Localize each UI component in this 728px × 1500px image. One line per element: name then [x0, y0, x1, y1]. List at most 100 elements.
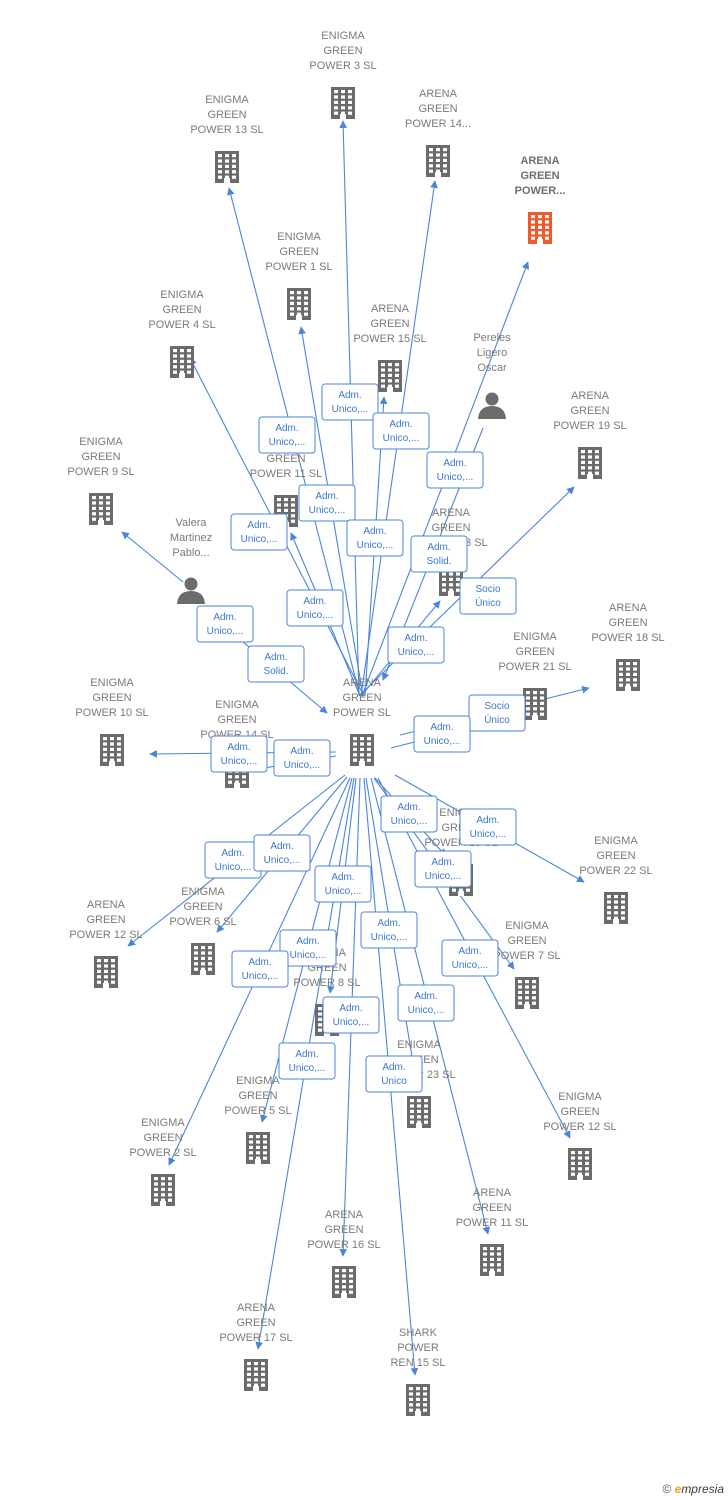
edge-label[interactable]: Adm.Unico,... — [414, 850, 472, 888]
node-label: POWER 12 SL — [69, 929, 142, 941]
edge-label[interactable]: Adm.Unico,... — [230, 513, 288, 551]
edge-label-box — [210, 735, 268, 773]
edge-label-box — [426, 451, 484, 489]
edge-label[interactable]: Adm.Unico,... — [314, 865, 372, 903]
edge-label[interactable]: Adm.Unico,... — [204, 841, 262, 879]
node-agpx[interactable]: ARENAGREENPOWER... — [515, 155, 566, 244]
edge-label-text: Unico,... — [269, 437, 306, 448]
edge-label-text: Adm. — [295, 1049, 318, 1060]
node-label: POWER 14... — [405, 118, 471, 130]
node-label: ENIGMA — [558, 1091, 602, 1103]
building-icon — [191, 943, 215, 975]
edge-label[interactable]: Adm.Unico,... — [231, 950, 289, 988]
edge-label[interactable]: Adm.Unico,... — [387, 626, 445, 664]
edge-label-text: Adm. — [458, 946, 481, 957]
node-label: ENIGMA — [79, 436, 123, 448]
brand-logo[interactable]: empresia — [674, 1482, 724, 1496]
edge-label[interactable]: Adm.Unico,... — [459, 808, 517, 846]
edge-label-box — [397, 984, 455, 1022]
edge-label-box — [414, 850, 472, 888]
edge-label-text: Unico,... — [398, 647, 435, 658]
node-label: ARENA — [325, 1209, 364, 1221]
edge-label-text: Socio — [484, 701, 509, 712]
edge-label[interactable]: Adm.Unico,... — [298, 484, 356, 522]
node-label: ENIGMA — [321, 30, 365, 42]
edge-label-text: Adm. — [296, 936, 319, 947]
node-label: POWER 16 SL — [307, 1239, 380, 1251]
edge-label[interactable]: Adm.Unico,... — [360, 911, 418, 949]
edge-label-box — [298, 484, 356, 522]
edge-label-text: Adm. — [377, 918, 400, 929]
node-label: POWER 11 SL — [250, 468, 323, 480]
node-label: POWER 7 SL — [493, 950, 560, 962]
edge-label[interactable]: Adm.Unico,... — [346, 519, 404, 557]
edge-label[interactable]: Adm.Unico,... — [279, 929, 337, 967]
edge-label[interactable]: Adm.Unico,... — [441, 939, 499, 977]
edge-label[interactable]: Adm.Unico,... — [278, 1042, 336, 1080]
node-valera[interactable]: ValeraMartinezPablo... — [170, 517, 212, 604]
edge-label[interactable]: Adm.Unico,... — [380, 795, 438, 833]
node-label: POWER 22 SL — [579, 865, 652, 877]
edge-label[interactable]: Adm.Unico,... — [413, 715, 471, 753]
building-icon — [151, 1174, 175, 1206]
edge-label-box — [459, 808, 517, 846]
edge-label[interactable]: Adm.Unico — [365, 1055, 423, 1093]
edge-label[interactable]: Adm.Unico,... — [322, 996, 380, 1034]
edge-label[interactable]: Adm.Unico,... — [372, 412, 430, 450]
node-label: POWER 12 SL — [543, 1121, 616, 1133]
edge-label[interactable]: Adm.Solid. — [410, 535, 468, 573]
edge-label[interactable]: Adm.Unico,... — [258, 416, 316, 454]
edge-label[interactable]: Adm.Solid. — [247, 645, 305, 683]
node-label: POWER 3 SL — [309, 60, 376, 72]
building-icon — [528, 212, 552, 244]
node-label: ARENA — [87, 899, 126, 911]
node-label: POWER 11 SL — [456, 1217, 529, 1229]
node-label: ENIGMA — [513, 631, 557, 643]
edge-label-text: Unico,... — [425, 871, 462, 882]
edge-label[interactable]: Adm.Unico,... — [196, 605, 254, 643]
edge-label-text: Solid. — [426, 556, 451, 567]
building-icon — [331, 87, 355, 119]
edge-label[interactable]: Adm.Unico,... — [286, 589, 344, 627]
edge-label[interactable]: Adm.Unico,... — [253, 834, 311, 872]
edge-label-text: Unico,... — [297, 610, 334, 621]
edge-label[interactable]: Adm.Unico,... — [426, 451, 484, 489]
edge-label[interactable]: Adm.Unico,... — [210, 735, 268, 773]
node-label: GREEN — [596, 850, 635, 862]
edge-label-text: Unico,... — [242, 971, 279, 982]
building-icon — [287, 288, 311, 320]
building-icon — [215, 151, 239, 183]
node-label: ENIGMA — [215, 699, 259, 711]
edge-label[interactable]: Adm.Unico,... — [321, 383, 379, 421]
edge-label[interactable]: Adm.Unico,... — [273, 739, 331, 777]
edge-label[interactable]: Adm.Unico,... — [397, 984, 455, 1022]
